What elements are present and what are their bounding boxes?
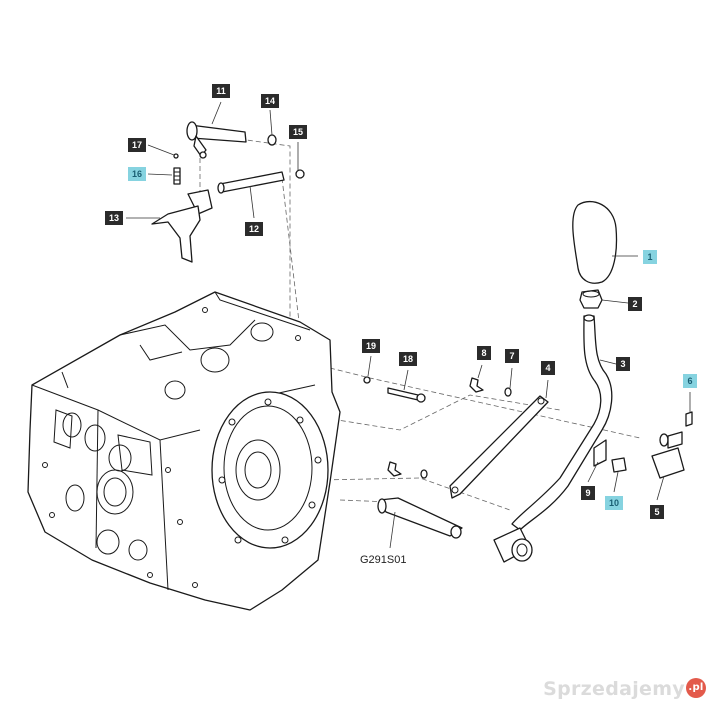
svg-text:17: 17 [132,140,142,150]
svg-text:8: 8 [481,348,486,358]
callout-9: 9 [581,486,595,500]
svg-text:14: 14 [265,96,275,106]
svg-text:15: 15 [293,127,303,137]
svg-text:9: 9 [585,488,590,498]
svg-text:1: 1 [647,252,652,262]
callout-8: 8 [477,346,491,360]
svg-text:6: 6 [687,376,692,386]
svg-text:13: 13 [109,213,119,223]
callout-6: 6 [683,374,697,388]
watermark-logo: Sprzedajemy.pl [543,678,706,700]
callout-13: 13 [105,211,123,225]
callout-16: 16 [128,167,146,181]
shift-rod [449,395,549,499]
leader-lines [126,101,691,549]
svg-text:3: 3 [620,359,625,369]
svg-text:7: 7 [509,351,514,361]
shift-fork-assembly [151,121,305,263]
gearbox-housing [27,291,341,611]
callout-17: 17 [128,138,146,152]
svg-text:10: 10 [609,498,619,508]
callout-4: 4 [541,361,555,375]
gear-lever [493,200,693,563]
drawing-code-label: G291S01 [360,554,407,566]
callout-7: 7 [505,349,519,363]
callout-12: 12 [245,222,263,236]
watermark-suffix: .pl [686,678,706,698]
callout-3: 3 [616,357,630,371]
watermark-text: Sprzedajemy [543,678,685,700]
svg-text:16: 16 [132,169,142,179]
callout-10: 10 [605,496,623,510]
svg-text:19: 19 [366,341,376,351]
svg-text:5: 5 [654,507,659,517]
svg-text:18: 18 [403,354,413,364]
callout-2: 2 [628,297,642,311]
callouts: 1 2 3 4 5 6 7 8 9 10 11 12 13 14 15 16 1… [105,84,697,519]
callout-5: 5 [650,505,664,519]
linkage-parts [363,376,627,539]
callout-18: 18 [399,352,417,366]
svg-text:4: 4 [545,363,550,373]
svg-text:11: 11 [216,86,226,96]
callout-11: 11 [212,84,230,98]
callout-19: 19 [362,339,380,353]
svg-text:12: 12 [249,224,259,234]
callout-14: 14 [261,94,279,108]
callout-15: 15 [289,125,307,139]
svg-text:2: 2 [632,299,637,309]
callout-1: 1 [643,250,657,264]
